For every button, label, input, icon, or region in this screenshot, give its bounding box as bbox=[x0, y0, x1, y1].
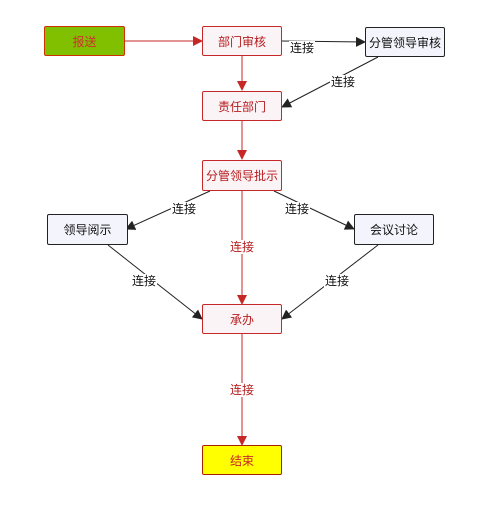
node-end[interactable]: 结束 bbox=[202, 445, 282, 475]
edge-label-meeting-to-undertake: 连接 bbox=[324, 274, 351, 288]
node-meeting[interactable]: 会议讨论 bbox=[354, 214, 434, 245]
edge-label-approve-to-undertake: 连接 bbox=[229, 240, 256, 254]
node-undertake[interactable]: 承办 bbox=[202, 304, 282, 334]
node-report[interactable]: 报送 bbox=[44, 26, 125, 56]
edge-approve-to-read bbox=[125, 190, 211, 230]
edge-label-approve-to-read: 连接 bbox=[171, 202, 198, 216]
node-leader-review[interactable]: 分管领导审核 bbox=[365, 27, 445, 57]
node-leader-approve[interactable]: 分管领导批示 bbox=[202, 160, 282, 191]
edge-label-undertake-to-end: 连接 bbox=[229, 383, 256, 397]
node-leader-read[interactable]: 领导阅示 bbox=[47, 214, 128, 245]
edge-approve-to-meeting bbox=[273, 190, 355, 230]
node-dept-review[interactable]: 部门审核 bbox=[202, 26, 282, 56]
edge-label-leader-review-to-responsible: 连接 bbox=[330, 75, 357, 89]
edge-label-dept-to-leader-review: 连接 bbox=[289, 41, 316, 55]
node-responsible-dept[interactable]: 责任部门 bbox=[202, 91, 282, 121]
edge-label-approve-to-meeting: 连接 bbox=[284, 202, 311, 216]
edge-label-read-to-undertake: 连接 bbox=[131, 274, 158, 288]
